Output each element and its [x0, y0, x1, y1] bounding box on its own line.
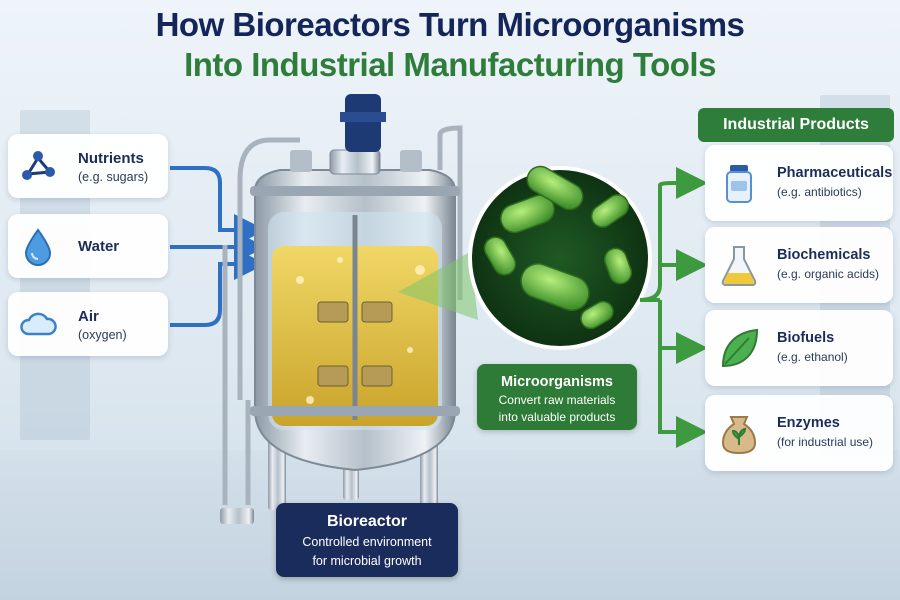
product-sub: (e.g. ethanol) — [777, 350, 848, 364]
input-label: Water — [78, 238, 120, 255]
product-label: Enzymes — [777, 415, 840, 431]
molecule-icon — [22, 151, 55, 180]
sack-icon — [721, 416, 757, 455]
product-sub: (e.g. organic acids) — [777, 267, 880, 281]
product-card-biochemicals: Biochemicals (e.g. organic acids) — [705, 227, 893, 303]
nutrients-arrow — [170, 166, 266, 246]
title-line-2: Into Industrial Manufacturing Tools — [184, 46, 716, 83]
flask-icon — [721, 246, 757, 286]
input-arrows — [170, 166, 266, 327]
input-label: Nutrients — [78, 150, 144, 167]
water-drop-icon — [24, 228, 52, 266]
air-arrow — [170, 248, 266, 327]
bioreactor-label-box: Bioreactor Controlled environment for mi… — [276, 503, 458, 577]
microorganisms-label-box: Microorganisms Convert raw materials int… — [477, 364, 637, 430]
microorganisms-title: Microorganisms — [501, 374, 613, 390]
product-label: Biofuels — [777, 330, 835, 346]
products-header: Industrial Products — [698, 108, 894, 142]
product-label: Biochemicals — [777, 247, 871, 263]
product-sub: (for industrial use) — [777, 435, 874, 449]
bioreactor-tank — [250, 94, 460, 472]
leaf-icon — [721, 328, 759, 368]
vial-icon — [726, 165, 752, 203]
product-card-biofuels: Biofuels (e.g. ethanol) — [705, 310, 893, 386]
input-sub: (oxygen) — [78, 328, 127, 342]
microorganism-magnifier — [398, 165, 652, 350]
input-card-nutrients: Nutrients (e.g. sugars) — [8, 134, 168, 198]
product-label: Pharmaceuticals — [777, 165, 893, 181]
input-sub: (e.g. sugars) — [78, 170, 149, 184]
bioreactor-desc-1: Controlled environment — [302, 535, 432, 549]
cloud-icon — [20, 312, 57, 336]
microorganisms-desc-1: Convert raw materials — [498, 393, 616, 407]
input-card-air: Air (oxygen) — [8, 292, 168, 356]
bioreactor-title: Bioreactor — [326, 513, 408, 530]
microorganisms-desc-2: into valuable products — [498, 410, 616, 424]
product-card-pharmaceuticals: Pharmaceuticals (e.g. antibiotics) — [705, 145, 893, 221]
input-card-water: Water — [8, 214, 168, 278]
bioreactor-desc-2: for microbial growth — [312, 554, 422, 568]
output-arrows — [639, 167, 708, 448]
input-label: Air — [78, 308, 99, 325]
product-sub: (e.g. antibiotics) — [777, 185, 862, 199]
product-card-enzymes: Enzymes (for industrial use) — [705, 395, 893, 471]
pipes — [222, 125, 463, 505]
title-line-1: How Bioreactors Turn Microorganisms — [155, 6, 745, 43]
